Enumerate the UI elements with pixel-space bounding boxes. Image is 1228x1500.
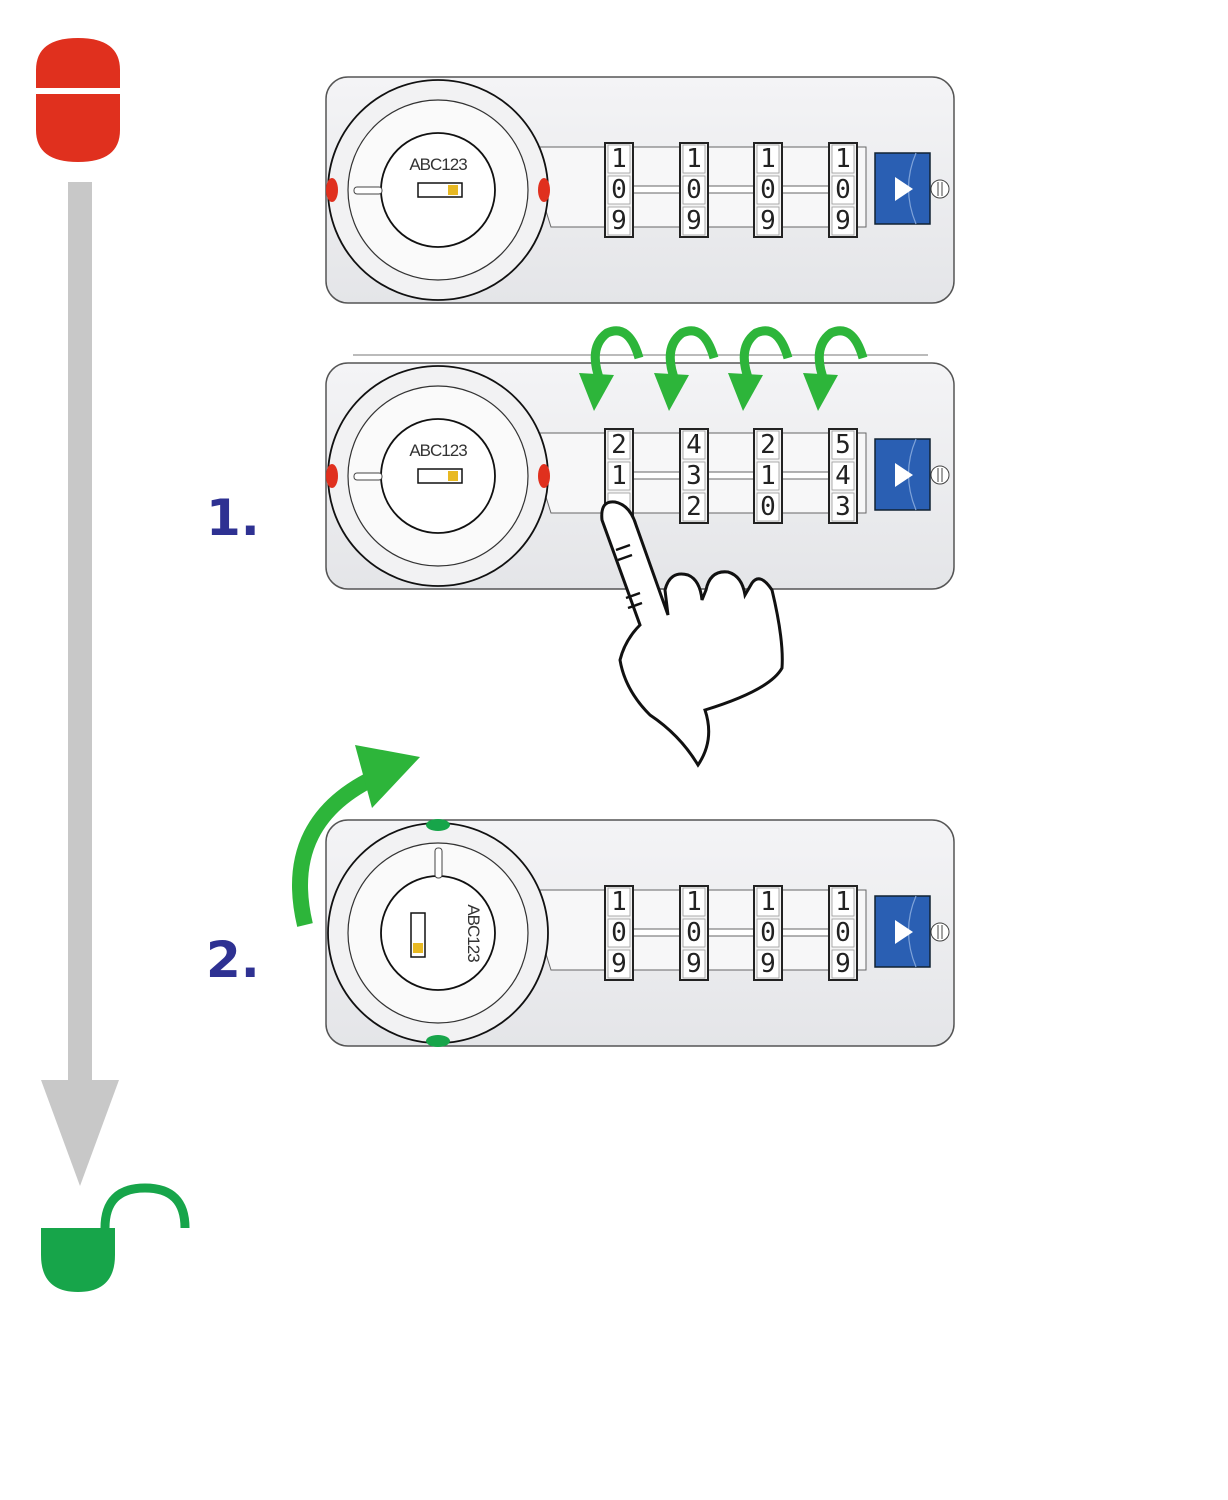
screw-icon [930,465,950,485]
combination-wheel-2[interactable]: 109 [679,142,709,238]
rotate-wheel-arrow-icon [803,326,868,411]
indicator-dot [426,1035,450,1047]
wheel-digit: 1 [760,887,776,917]
indicator-dot [538,464,550,488]
wheel-digit: 1 [611,461,627,491]
knob-code-label: ABC123 [464,904,483,962]
wheel-digit: 3 [686,461,702,491]
wheel-digit: 0 [760,918,776,948]
screw-icon [930,922,950,942]
wheel-digit: 9 [835,206,851,236]
wheel-digit: 9 [760,206,776,236]
wheel-digit: 9 [611,949,627,979]
open-button[interactable] [874,438,931,511]
wheel-digit: 1 [835,144,851,174]
keyhole-icon [417,182,463,198]
combination-wheel-4[interactable]: 109 [828,142,858,238]
indicator-dot [326,464,338,488]
open-button[interactable] [874,895,931,968]
rotate-knob-arrow-icon [292,745,420,927]
step-label-1: 1. [206,489,260,547]
knob-code-label: ABC123 [409,441,467,460]
keyhole-icon [410,912,426,958]
wheel-digit: 3 [835,492,851,522]
combination-wheel-3[interactable]: 109 [753,885,783,981]
screw-icon [930,179,950,199]
wheel-digit: 0 [760,175,776,205]
wheel-digit: 4 [835,461,851,491]
wheel-digit: 0 [611,918,627,948]
lock-knob[interactable]: ABC123 [326,79,550,301]
lock-open-icon [41,1183,190,1292]
wheel-digit: 1 [835,887,851,917]
combination-wheel-3[interactable]: 210 [753,428,783,524]
open-button[interactable] [874,152,931,225]
wheel-digit: 9 [611,206,627,236]
rotate-wheel-arrow-icon [579,326,644,411]
lock-knob[interactable]: ABC123 [327,819,549,1047]
combination-wheel-3[interactable]: 109 [753,142,783,238]
wheel-digit: 9 [760,949,776,979]
wheel-digit: 0 [611,175,627,205]
combination-wheel-2[interactable]: 432 [679,428,709,524]
wheel-digit: 2 [611,430,627,460]
wheel-digit: 9 [686,206,702,236]
wheel-digit: 1 [686,144,702,174]
wheel-digit: 0 [686,918,702,948]
wheel-digit: 0 [835,918,851,948]
indicator-dot [538,178,550,202]
wheel-digit: 9 [686,949,702,979]
knob-code-label: ABC123 [409,155,467,174]
wheel-digit: 1 [760,144,776,174]
lock-knob[interactable]: ABC123 [326,365,550,587]
combination-wheel-1[interactable]: 109 [604,142,634,238]
wheel-digit: 0 [686,175,702,205]
wheel-digit: 5 [835,430,851,460]
play-icon [895,177,913,201]
step-label-2: 2. [206,931,260,989]
combination-wheel-1[interactable]: 109 [604,885,634,981]
indicator-dot [326,178,338,202]
progress-arrow [41,182,119,1186]
wheel-digit: 1 [686,887,702,917]
wheel-digit: 0 [760,492,776,522]
wheel-digit: 1 [611,887,627,917]
play-icon [895,920,913,944]
wheel-digit: 2 [686,492,702,522]
wheel-digit: 2 [760,430,776,460]
rotate-wheel-arrow-icon [728,326,793,411]
combination-wheel-4[interactable]: 109 [828,885,858,981]
combination-wheel-2[interactable]: 109 [679,885,709,981]
wheel-digit: 1 [611,144,627,174]
indicator-dot [426,819,450,831]
lock-closed-icon [36,38,120,162]
wheel-digit: 1 [760,461,776,491]
play-icon [895,463,913,487]
wheel-digit: 4 [686,430,702,460]
hand-pointer-icon [600,500,784,768]
keyhole-icon [417,468,463,484]
rotate-wheel-arrow-icon [654,326,719,411]
combination-wheel-4[interactable]: 543 [828,428,858,524]
wheel-digit: 9 [835,949,851,979]
wheel-digit: 0 [835,175,851,205]
